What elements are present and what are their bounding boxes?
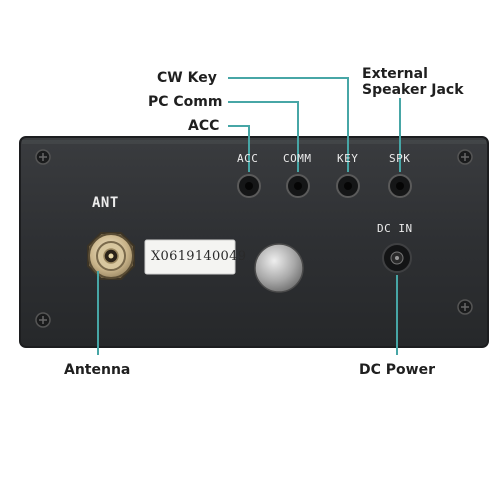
screw-icon — [35, 312, 51, 328]
tuning-knob — [254, 243, 304, 293]
bnc-antenna-connector — [87, 232, 135, 280]
callout-acc: ACC — [188, 118, 220, 134]
callout-cw-key: CW Key — [157, 70, 217, 86]
screw-icon — [35, 149, 51, 165]
rear-panel — [19, 136, 489, 348]
panel-label-ant: ANT — [92, 195, 119, 211]
key-jack — [336, 174, 360, 198]
callout-antenna: Antenna — [64, 362, 131, 378]
spk-jack — [388, 174, 412, 198]
leader-lines — [97, 77, 401, 355]
serial-sticker — [144, 239, 236, 275]
serial-number: X0619140049 — [151, 249, 247, 264]
callout-pc-comm: PC Comm — [148, 94, 223, 110]
screw-icon — [457, 299, 473, 315]
callout-external-speaker-line1: External — [362, 66, 428, 82]
panel-label-dc-in: DC IN — [377, 222, 413, 235]
acc-jack — [237, 174, 261, 198]
panel-label-acc: ACC — [237, 152, 259, 165]
screw-icon — [457, 149, 473, 165]
panel-label-comm: COMM — [283, 152, 312, 165]
callout-external-speaker-line2: Speaker Jack — [362, 82, 464, 98]
comm-jack — [286, 174, 310, 198]
panel-label-key: KEY — [337, 152, 359, 165]
callout-dc-power: DC Power — [359, 362, 435, 378]
panel-label-spk: SPK — [389, 152, 411, 165]
dc-in-jack — [382, 243, 412, 273]
